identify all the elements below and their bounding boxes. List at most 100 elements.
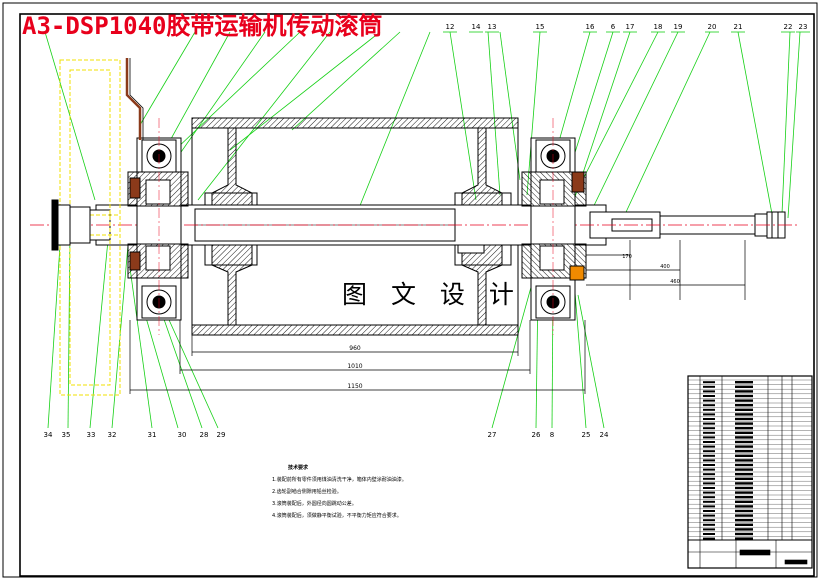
table-cell-text	[703, 385, 715, 388]
table-cell-text	[735, 519, 753, 522]
left-bearing-housing	[127, 137, 189, 321]
table-cell-text	[703, 523, 715, 526]
table-cell-text	[703, 422, 715, 425]
notes-title: 技术要求	[288, 465, 309, 471]
table-cell-text	[735, 468, 753, 471]
table-cell-text	[735, 509, 753, 513]
table-cell-text	[703, 427, 715, 430]
callout-label: 21	[734, 23, 743, 31]
callout-label: 15	[536, 23, 545, 31]
drawing-title: A3-DSP1040胶带运输机传动滚筒	[22, 12, 383, 40]
callout-label: 16	[586, 23, 595, 31]
table-cell-text	[703, 399, 715, 402]
table-cell-text	[735, 491, 753, 494]
table-cell-text	[735, 532, 753, 536]
table-cell-text	[735, 537, 753, 540]
leader-lines	[44, 31, 801, 429]
dimension-label: 400	[660, 264, 670, 270]
table-cell-text	[703, 500, 715, 503]
callout-label: 30	[178, 431, 187, 439]
table-cell-text	[703, 468, 715, 471]
dimension-label: 1010	[347, 363, 362, 370]
callout-label: 35	[62, 431, 71, 439]
callout-label: 26	[532, 431, 541, 439]
table-cell-text	[703, 390, 715, 393]
table-cell-text	[703, 537, 715, 540]
table-cell-text	[735, 514, 753, 517]
callout-label: 22	[784, 23, 793, 31]
dimension-label: 170	[622, 254, 632, 260]
table-cell-text	[703, 395, 715, 397]
parts-list-rows	[688, 379, 812, 540]
table-cell-text	[735, 459, 753, 462]
notes-line: 1.装配前所有零件须用煤油清洗干净，箱体内壁涂耐油油漆。	[272, 477, 407, 483]
callout-label: 31	[148, 431, 157, 439]
table-cell-text	[703, 482, 715, 485]
table-cell-text	[735, 394, 753, 398]
table-cell-text	[703, 418, 715, 420]
table-cell-text	[735, 408, 753, 411]
callout-label: 14	[472, 23, 481, 31]
table-cell-text	[703, 533, 715, 535]
oil-pipe	[125, 58, 142, 140]
table-cell-text	[735, 450, 753, 453]
table-cell-text	[735, 454, 753, 457]
watermark: 图 文 设 计	[342, 280, 522, 309]
table-cell-text	[703, 491, 715, 494]
callout-label: 34	[44, 431, 53, 439]
callout-label: 18	[654, 23, 663, 31]
table-cell-text	[703, 505, 715, 508]
table-cell-text	[703, 487, 715, 489]
table-cell-text	[735, 404, 753, 407]
table-cell-text	[703, 408, 715, 411]
callout-label: 13	[488, 23, 497, 31]
table-cell-text	[703, 445, 715, 448]
table-cell-text	[735, 528, 753, 531]
notes-line: 4.滚筒装配后，须做静平衡试验，不平衡力矩应符合要求。	[272, 513, 402, 519]
table-cell-text	[703, 450, 715, 453]
table-cell-text	[703, 514, 715, 517]
table-cell-text	[735, 385, 753, 388]
dimension-lines	[129, 240, 746, 394]
callout-label: 20	[708, 23, 717, 31]
left-coupling	[51, 199, 91, 251]
table-cell-text	[735, 390, 753, 393]
table-cell-text	[735, 381, 753, 384]
callout-label: 12	[446, 23, 455, 31]
table-cell-text	[703, 459, 715, 462]
table-cell-text	[703, 496, 715, 499]
table-cell-text	[703, 510, 715, 512]
callout-label: 8	[550, 431, 554, 439]
dimension-label: 960	[349, 345, 361, 352]
table-cell-text	[735, 482, 753, 485]
table-cell-text	[735, 477, 753, 480]
callout-label: 24	[600, 431, 609, 439]
callout-label: 6	[611, 23, 616, 31]
callout-label: 29	[217, 431, 226, 439]
callout-label: 32	[108, 431, 117, 439]
table-cell-text	[703, 381, 715, 384]
table-cell-text	[735, 417, 753, 421]
table-cell-text	[703, 528, 715, 531]
table-cell-text	[735, 500, 753, 503]
callout-label: 17	[626, 23, 635, 31]
callout-label: 25	[582, 431, 591, 439]
table-cell-text	[703, 464, 715, 466]
table-cell-text	[735, 427, 753, 430]
table-cell-text	[735, 505, 753, 508]
table-cell-text	[735, 445, 753, 448]
notes-line: 2.齿轮副啮合侧隙用铅丝检验。	[272, 489, 342, 495]
dimension-label: 1150	[347, 383, 362, 390]
notes-line: 3.滚筒装配后，外圆径向圆跳动公差。	[272, 501, 357, 507]
table-cell-text	[735, 440, 753, 444]
table-cell-text	[703, 441, 715, 443]
table-cell-text	[703, 436, 715, 439]
table-cell-text	[735, 496, 753, 499]
technical-notes: 技术要求 1.装配前所有零件须用煤油清洗干净，箱体内壁涂耐油油漆。 2.齿轮副啮…	[272, 462, 407, 522]
table-cell-text	[703, 473, 715, 476]
table-cell-text	[735, 463, 753, 467]
table-cell-text	[735, 436, 753, 439]
callout-label: 27	[488, 431, 497, 439]
table-cell-text	[703, 454, 715, 457]
